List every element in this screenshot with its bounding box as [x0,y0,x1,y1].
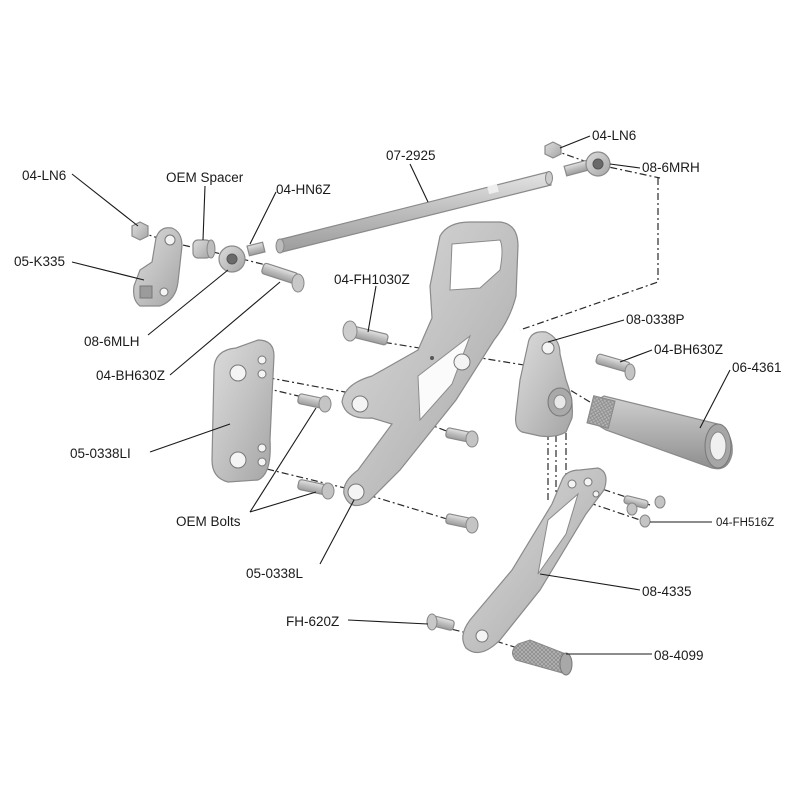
leader-08-6MRH [609,163,641,169]
label-oem-bolts: OEM Bolts [176,514,241,529]
leader-08-0338P [547,319,625,343]
leader-08-4335 [539,573,641,591]
bolt-04-BH630Z-left [261,262,305,293]
label-04-FH1030Z: 04-FH1030Z [334,272,410,287]
oem-bolt-upper [297,393,332,413]
screws-04-FH516Z [623,495,666,528]
label-08-4099: 08-4099 [654,648,704,663]
leader-04-HN6Z [249,191,277,245]
bolt-04-FH1030Z [342,320,389,346]
leader-04-BH630Z-right [619,349,653,363]
dash-plate-mid [264,387,316,401]
nut-04-LN6-left [131,221,149,241]
shifter-lever-08-4335 [462,467,607,654]
leader-07-2925 [409,163,429,203]
dash-shifter-tip [437,625,531,653]
leader-oem-bolts-2 [249,491,317,513]
label-05-0338L: 05-0338L [246,566,304,581]
label-07-2925: 07-2925 [386,148,436,163]
label-04-FH516Z: 04-FH516Z [716,517,774,529]
footpeg-06-4361 [586,395,733,470]
dash-rodend-to-bracket [519,178,659,331]
leader-04-LN6-right [559,135,591,149]
label-08-6MRH: 08-6MRH [642,160,700,175]
leader-05-0338LI [149,423,231,453]
leader-05-K335 [71,261,145,281]
leader-04-FH1030Z [367,285,377,333]
hanger-05-0338L [341,221,519,507]
nut-04-HN6Z [246,241,266,257]
bolt-04-BH630Z-right [595,353,636,381]
toe-peg-08-4099 [512,639,573,676]
label-04-HN6Z: 04-HN6Z [276,182,331,197]
shift-rod-07-2925 [275,171,553,254]
label-08-0338P: 08-0338P [626,312,685,327]
oem-spacer [192,239,216,259]
screw-hanger-lower [445,513,479,534]
label-05-0338LI: 05-0338LI [70,446,131,461]
leader-fh-620Z [347,619,429,625]
plate-05-0338LI [211,339,275,483]
leader-06-4361 [699,369,731,429]
label-08-4335: 08-4335 [642,584,692,599]
leader-04-BH630Z-left [169,281,281,376]
rod-end-08-6MLH [218,245,246,273]
label-04-LN6-left: 04-LN6 [22,168,66,183]
leader-05-0338L [319,499,355,565]
bracket-08-0338P [515,331,573,438]
label-04-LN6-right: 04-LN6 [592,128,636,143]
label-04-BH630Z-right: 04-BH630Z [654,342,723,357]
leader-oem-spacer [202,185,206,241]
label-05-K335: 05-K335 [14,254,65,269]
leader-04-LN6-left [71,173,139,227]
label-fh-620Z: FH-620Z [286,614,339,629]
screw-FH-620Z [426,613,455,631]
part-labels: 04-LN6 OEM Spacer 04-HN6Z 07-2925 04-LN6… [14,128,782,663]
oem-bolt-lower [297,479,335,500]
label-oem-spacer: OEM Spacer [166,170,244,185]
screw-hanger-upper [445,427,479,448]
nut-04-LN6-right [544,141,562,159]
bracket-05-K335 [133,227,183,307]
leader-08-6MLH [147,269,229,336]
dash-right-nut-to-rodend [552,149,661,179]
leader-lines [71,135,731,655]
label-08-6MLH: 08-6MLH [84,334,140,349]
label-04-BH630Z-left: 04-BH630Z [96,368,165,383]
leader-oem-bolts-1 [249,407,317,513]
label-06-4361: 06-4361 [732,360,782,375]
dash-bracket-to-peg [369,339,601,409]
rod-end-08-6MRH [563,151,611,177]
